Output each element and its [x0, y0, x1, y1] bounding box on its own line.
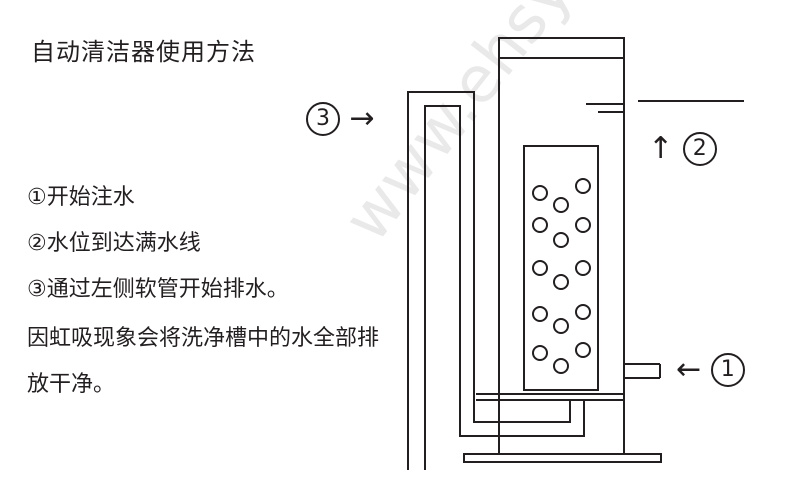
siphon-note: 因虹吸现象会将洗净槽中的水全部排放干净。	[27, 326, 380, 397]
step-1: ①开始注水	[27, 185, 135, 210]
callout-2-number: 2	[682, 132, 717, 166]
arrow-right-icon: →	[349, 101, 375, 136]
bubble	[575, 217, 591, 233]
bubble	[532, 306, 548, 322]
bubble	[532, 345, 548, 361]
bubble	[575, 304, 591, 320]
callout-2: ↑ 2	[648, 132, 717, 166]
bubble	[532, 217, 548, 233]
siphon-hose-inner	[424, 105, 585, 470]
callout-3: 3 →	[306, 102, 375, 136]
bubble	[575, 342, 591, 358]
bubble	[532, 260, 548, 276]
bubble	[553, 318, 569, 334]
callout-1-number: 1	[710, 353, 745, 387]
bubble	[553, 358, 569, 374]
page-title: 自动清洁器使用方法	[31, 38, 256, 66]
step-3: ③通过左侧软管开始排水。	[27, 277, 289, 302]
arrow-left-icon: ←	[676, 352, 702, 387]
callout-3-number: 3	[306, 102, 340, 136]
bubble	[575, 260, 591, 276]
siphon-hose-outer	[407, 91, 571, 470]
bubble	[532, 185, 548, 201]
bubble	[553, 274, 569, 290]
arrow-up-icon: ↑	[648, 131, 674, 166]
bubble	[575, 178, 591, 194]
bubble	[553, 197, 569, 213]
callout-1: ← 1	[676, 353, 745, 387]
tank-base	[463, 453, 662, 463]
step-2: ②水位到达满水线	[27, 231, 201, 256]
steps-list: ①开始注水 ②水位到达满水线 ③通过左侧软管开始排水。	[27, 175, 289, 313]
bubble	[553, 232, 569, 248]
basket	[523, 145, 599, 391]
